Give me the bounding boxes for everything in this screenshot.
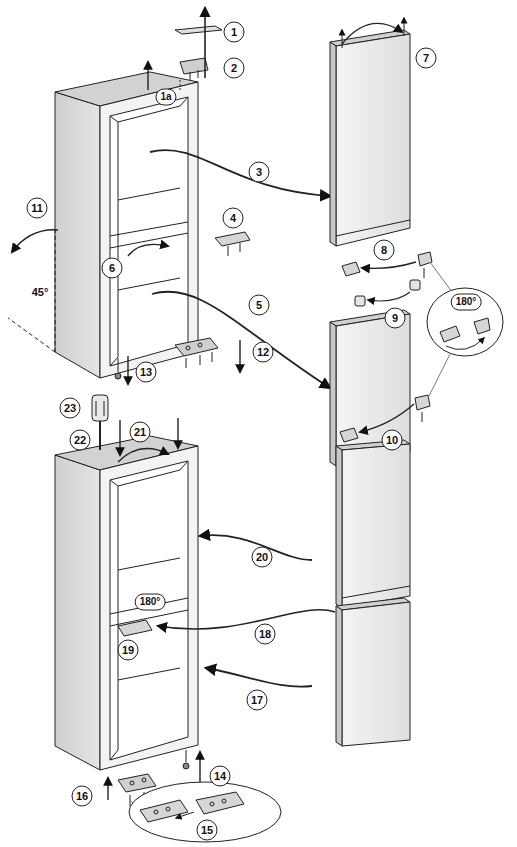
callout-number: 10 xyxy=(382,430,403,451)
callout-number: 12 xyxy=(253,342,274,363)
callout-number: 9 xyxy=(385,308,406,329)
callout-number: 21 xyxy=(130,422,151,443)
callout-number: 23 xyxy=(60,398,81,419)
callout-number: 11 xyxy=(27,198,48,219)
rotation-label: 180° xyxy=(451,294,482,311)
callout-number: 1a xyxy=(155,89,176,106)
callout-number: 18 xyxy=(255,624,276,645)
callout-number: 16 xyxy=(72,786,93,807)
callout-number: 17 xyxy=(247,690,268,711)
callout-number: 4 xyxy=(223,208,244,229)
callout-number: 15 xyxy=(197,820,218,841)
callout-number: 6 xyxy=(102,258,123,279)
callout-number: 13 xyxy=(136,362,157,383)
callout-number: 22 xyxy=(70,430,91,451)
callout-number: 2 xyxy=(224,58,245,79)
callout-number: 3 xyxy=(249,162,270,183)
callout-number: 7 xyxy=(416,48,437,69)
callout-number: 19 xyxy=(118,640,139,661)
callout-number: 5 xyxy=(249,295,270,316)
callout-number: 1 xyxy=(224,22,245,43)
rotation-label: 180° xyxy=(135,594,166,611)
callout-number: 20 xyxy=(252,547,273,568)
callout-number: 8 xyxy=(374,240,395,261)
callout-number: 14 xyxy=(210,766,231,787)
angle-label: 45° xyxy=(31,286,50,298)
